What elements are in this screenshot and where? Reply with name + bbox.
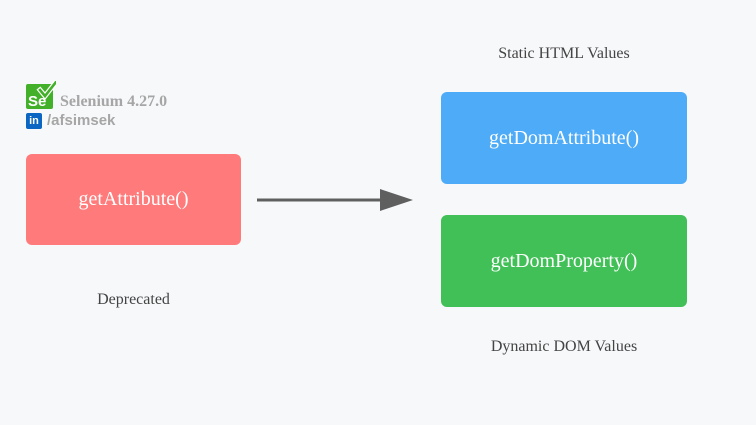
arrow-right-icon (257, 189, 413, 211)
get-dom-attribute-label: getDomAttribute() (489, 126, 639, 149)
selenium-version-label: Selenium 4.27.0 (60, 93, 168, 110)
get-dom-attribute-box: getDomAttribute() (441, 92, 687, 184)
brand: Se Selenium 4.27.0 in /afsimsek (26, 81, 226, 133)
linkedin-handle: /afsimsek (47, 112, 116, 129)
deprecated-caption: Deprecated (97, 291, 170, 308)
dynamic-values-caption: Dynamic DOM Values (490, 338, 638, 355)
get-dom-property-label: getDomProperty() (490, 249, 638, 272)
linkedin-icon: in (26, 113, 42, 129)
selenium-logo-text: Se (28, 93, 46, 109)
get-attribute-box: getAttribute() (26, 154, 241, 245)
get-dom-property-box: getDomProperty() (441, 215, 687, 307)
static-values-caption: Static HTML Values (498, 45, 630, 62)
selenium-logo-icon: Se (26, 81, 56, 109)
get-attribute-label: getAttribute() (78, 188, 189, 210)
